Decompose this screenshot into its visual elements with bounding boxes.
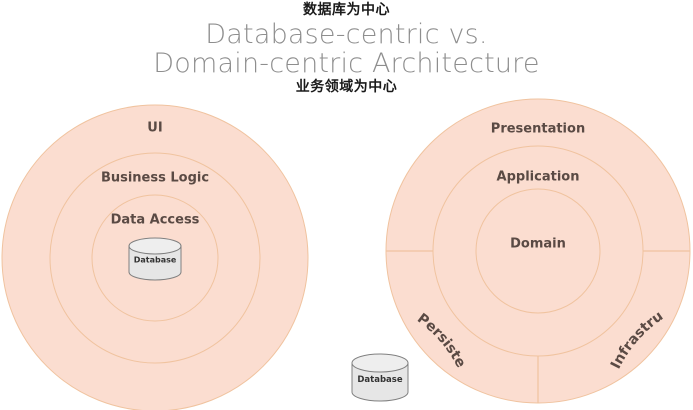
left-database-label: Database [133,255,177,265]
left-database-cylinder-wrapper: Database [129,235,181,283]
right-diagram-group [385,98,691,404]
left-database-cylinder [128,237,182,281]
sector-dividers [386,250,690,403]
cylinder-body [128,245,182,281]
cylinder-top [351,353,409,373]
bottom-database-cylinder-wrapper: Database [352,353,408,405]
ring-domain [475,188,601,314]
cylinder-body [351,362,409,402]
bottom-database-cylinder [351,353,409,402]
cylinder-top [128,237,182,255]
bottom-database-label: Database [357,375,403,386]
